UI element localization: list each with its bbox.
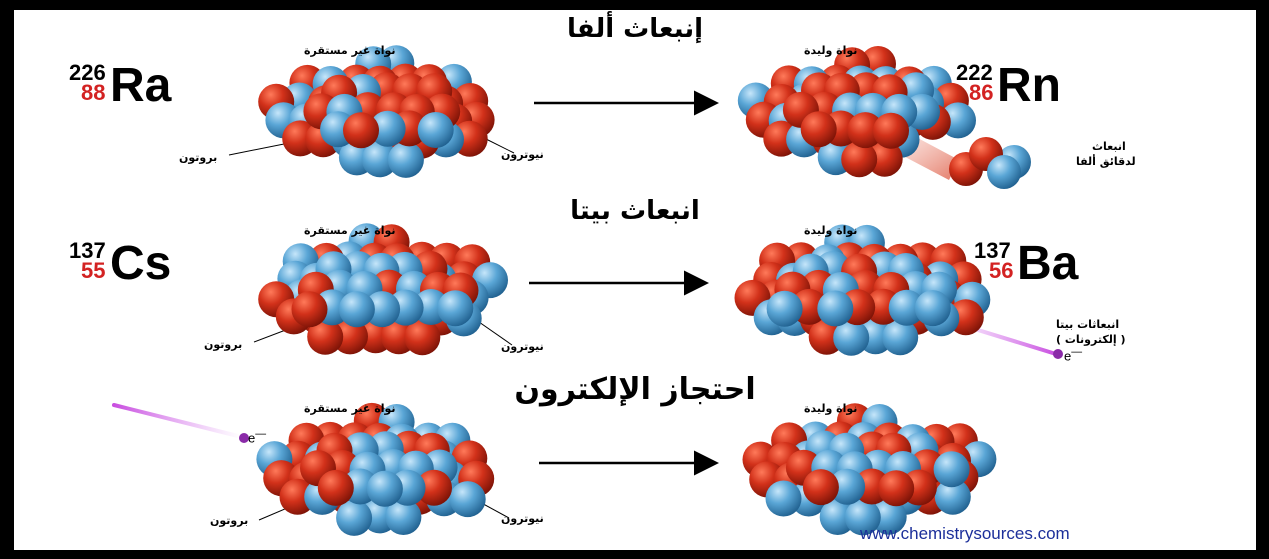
proton-sphere [866,140,903,177]
label-alpha-emission-2: لدقائق ألفا [1076,155,1136,168]
electron-label-capture: e— [248,428,267,446]
label-daughter-nucleus-capture: نواة وليدة [804,402,858,415]
nuclei-group [239,45,1063,536]
electron-label-beta: e— [1064,346,1083,364]
proton-sphere [279,478,316,515]
electron-beta [1053,349,1063,359]
isotope-cs-symbol: Cs [110,237,172,290]
proton-sphere [307,318,344,355]
label-neutron-cs: نيوترون [501,340,544,353]
proton-sphere [847,112,884,149]
neutron-sphere [437,290,474,327]
decay-illustration [112,45,1063,536]
neutron-sphere [338,291,375,328]
neutron-sphere [387,141,424,178]
isotope-ra-symbol: Ra [110,59,172,112]
label-neutron-capture: نيوترون [501,512,544,525]
neutron-sphere [385,499,422,535]
beta-emission-title: انبعاث بيتا [570,196,700,226]
proton-sphere [841,141,878,178]
neutron-sphere [934,478,971,515]
isotope-ba-symbol: Ba [1017,237,1079,290]
label-beta-emission-1: انبعاثات بيتا [1056,318,1120,331]
proton-sphere [802,469,839,506]
proton-sphere [343,112,379,149]
proton-sphere [800,111,837,148]
neutron-sphere [870,498,907,535]
neutron-sphere [819,499,856,535]
electron-capture-title: احتجاز الإلكترون [514,372,756,407]
neutron-sphere [366,470,403,507]
isotope-rn-number: 86 [969,80,994,105]
isotope-cs-number: 55 [81,258,106,283]
neutron-sphere [449,481,486,518]
website-url: www.chemistrysources.com [860,524,1070,543]
label-unstable-nucleus-capture: نواة غير مستقرة [304,402,396,415]
isotope-rn-symbol: Rn [997,59,1061,112]
neutron-sphere [361,141,398,178]
label-proton-ra: بروتون [179,151,218,164]
proton-sphere [404,319,441,356]
proton-sphere [317,469,354,506]
proton-sphere [878,470,915,507]
label-beta-emission-2: ( إلكترونات ) [1056,333,1126,346]
proton-sphere [873,112,909,149]
neutron-sphere [933,451,970,488]
neutron-sphere [829,468,866,505]
neutron-sphere [336,499,373,536]
label-proton-capture: بروتون [210,514,249,527]
alpha-particle-neutron [987,155,1021,189]
neutron-sphere [817,290,854,327]
neutron-sphere [882,319,919,356]
label-neutron-ra: نيوترون [501,148,544,161]
isotope-cs-mass: 137 [69,238,106,263]
label-daughter-nucleus-alpha: نواة وليدة [804,44,858,57]
neutron-sphere [369,110,406,147]
electron-capture [239,433,249,443]
isotope-ra-number: 88 [81,80,106,105]
label-unstable-nucleus-beta: نواة غير مستقرة [304,224,396,237]
isotope-ra-mass: 226 [69,60,106,85]
leader-neutron-ra [483,137,515,154]
alpha-emission-title: إنبعاث ألفا [566,14,704,44]
label-unstable-nucleus-alpha: نواة غير مستقرة [304,44,396,57]
neutron-sphere [765,480,802,517]
label-daughter-nucleus-beta: نواة وليدة [804,224,858,237]
neutron-sphere [833,319,870,356]
proton-sphere [416,469,452,506]
isotope-rn-mass: 222 [956,60,993,85]
isotope-ba-number: 56 [989,258,1014,283]
neutron-sphere [914,290,951,327]
proton-sphere [291,291,328,328]
neutron-sphere [888,289,925,326]
label-alpha-emission-1: انبعاث [1092,140,1126,153]
diagram-frame: إنبعاث ألفا انبعاث بيتا احتجاز الإلكترون… [14,10,1256,550]
neutron-sphere [844,499,881,536]
neutron-sphere [364,291,401,328]
neutron-sphere [766,290,803,327]
capture-electron-trail [112,403,244,439]
neutron-sphere [417,112,454,148]
isotope-ba-mass: 137 [974,238,1011,263]
leader-neutron-cs [478,321,513,346]
label-proton-cs: بروتون [204,338,243,351]
